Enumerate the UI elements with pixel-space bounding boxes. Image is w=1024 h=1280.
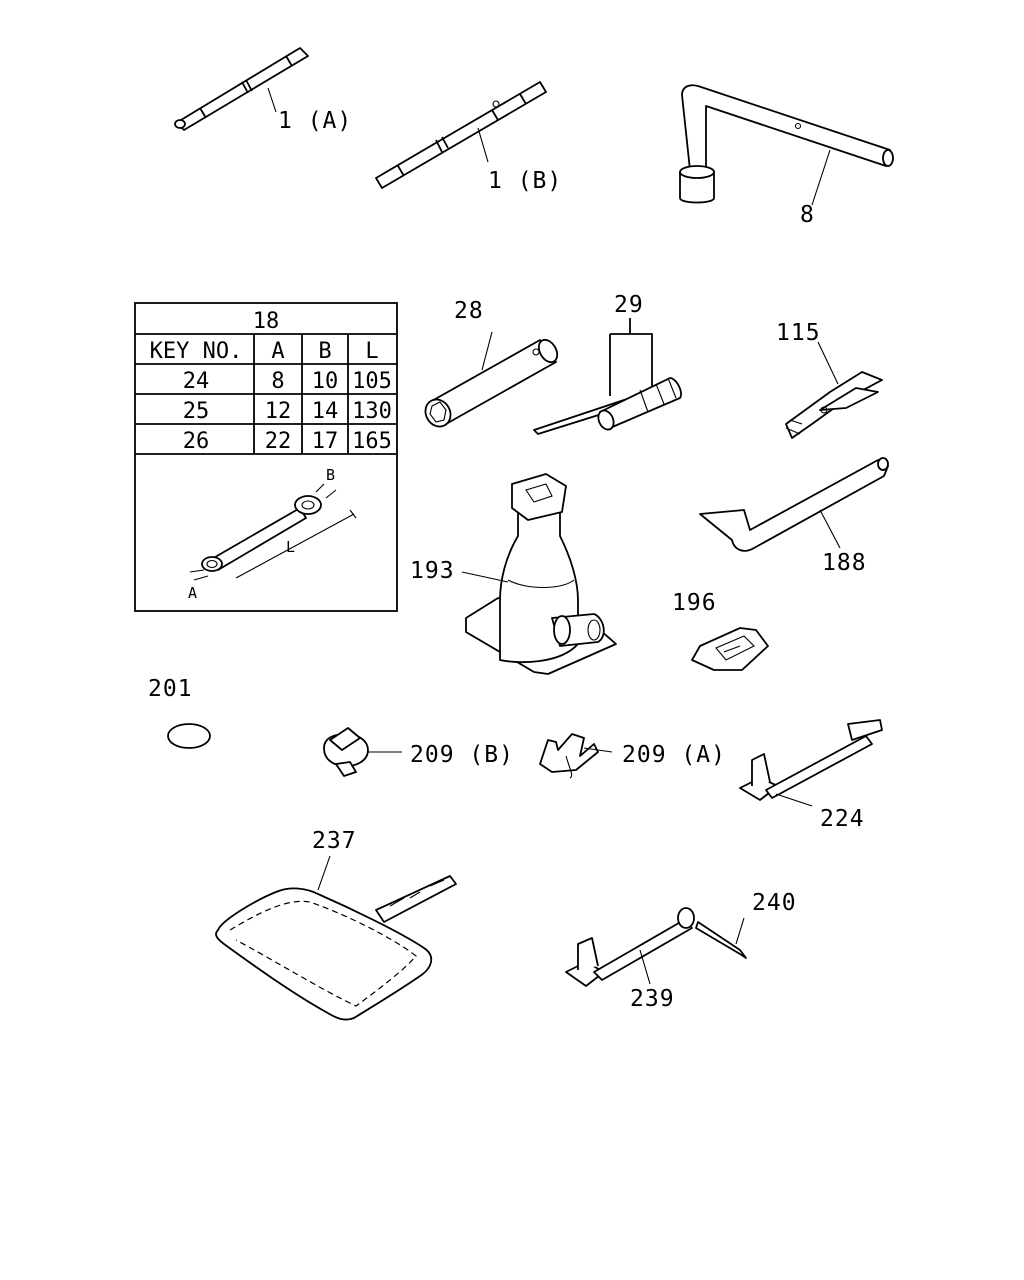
box-wrench-28[interactable]: [421, 331, 561, 431]
header-a: A: [271, 339, 284, 364]
label-1b: 1 (B): [488, 168, 562, 194]
dim-b: B: [326, 466, 335, 484]
label-28: 28: [454, 298, 484, 324]
extension-bar-b[interactable]: [375, 81, 547, 189]
label-193: 193: [410, 558, 455, 584]
screwdriver-29[interactable]: [533, 318, 682, 435]
wheel-nut-wrench[interactable]: [679, 84, 894, 206]
label-224: 224: [820, 806, 865, 832]
label-240: 240: [752, 890, 797, 916]
label-237: 237: [312, 828, 357, 854]
header-key-no: KEY NO.: [150, 339, 243, 364]
clip-209a[interactable]: [539, 733, 613, 779]
label-115: 115: [776, 320, 821, 346]
header-l: L: [365, 339, 378, 364]
label-1a: 1 (A): [278, 108, 352, 134]
pliers-115[interactable]: [785, 341, 883, 439]
tool-bag-237[interactable]: [215, 855, 457, 1021]
bracket-224[interactable]: [739, 719, 883, 807]
bracket-239[interactable]: [565, 907, 695, 987]
row-l: 165: [352, 429, 392, 454]
row-b: 10: [312, 369, 339, 394]
tire-lever-188[interactable]: [699, 457, 889, 552]
table-title-18: 18: [253, 309, 280, 334]
label-29: 29: [614, 292, 644, 318]
extension-bar-a[interactable]: [174, 47, 309, 131]
label-188: 188: [822, 550, 867, 576]
row-l: 105: [352, 369, 392, 394]
header-b: B: [318, 339, 331, 364]
pin-240[interactable]: [695, 917, 747, 959]
row-a: 12: [265, 399, 292, 424]
row-a: 8: [271, 369, 284, 394]
label-8: 8: [800, 202, 815, 228]
open-end-wrench: [189, 483, 357, 581]
dim-a: A: [188, 584, 197, 602]
row-key: 26: [183, 429, 210, 454]
row-key: 25: [183, 399, 210, 424]
clip-209b[interactable]: [323, 727, 402, 777]
label-209b: 209 (B): [410, 742, 514, 768]
cap-201[interactable]: [167, 723, 211, 749]
row-a: 22: [265, 429, 292, 454]
clip-196[interactable]: [691, 627, 769, 671]
label-239: 239: [630, 986, 675, 1012]
row-b: 17: [312, 429, 339, 454]
label-209a: 209 (A): [622, 742, 726, 768]
row-l: 130: [352, 399, 392, 424]
row-b: 14: [312, 399, 339, 424]
label-201: 201: [148, 676, 193, 702]
label-196: 196: [672, 590, 717, 616]
bottle-jack-193[interactable]: [461, 473, 617, 675]
dim-l: L: [286, 538, 295, 556]
row-key: 24: [183, 369, 210, 394]
wrench-spec-table: 18 KEY NO. A B L 24 8 10 105 25 12 14 13…: [134, 302, 398, 612]
